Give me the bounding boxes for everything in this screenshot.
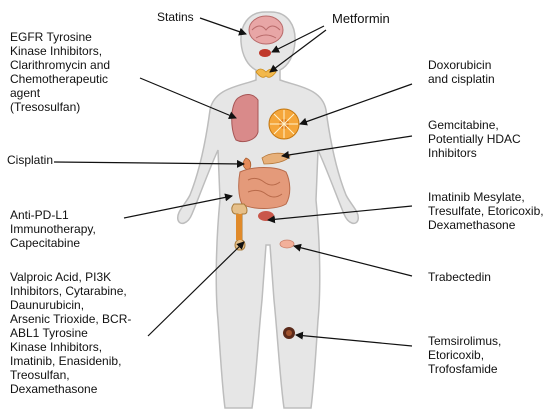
label-temsirolimus: Temsirolimus, Etoricoxib, Trofosfamide	[428, 334, 502, 376]
label-egfr: EGFR Tyrosine Kinase Inhibitors, Clarith…	[10, 30, 111, 114]
label-metformin: Metformin	[332, 11, 390, 26]
skin-lesion	[279, 239, 295, 249]
arrows	[53, 17, 413, 347]
label-imatinib: Imatinib Mesylate, Tresulfate, Etoricoxi…	[428, 190, 544, 232]
label-doxorubicin: Doxorubicin and cisplatin	[428, 58, 495, 86]
label-trabectedin: Trabectedin	[428, 270, 491, 284]
mouth-organ	[259, 49, 271, 57]
intestine-organ	[238, 167, 291, 209]
label-valproic: Valproic Acid, PI3K Inhibitors, Cytarabi…	[10, 270, 132, 396]
label-gemcitabine: Gemcitabine, Potentially HDAC Inhibitors	[428, 118, 521, 160]
body-silhouette	[176, 11, 360, 409]
label-antipdl1: Anti-PD-L1 Immunotherapy, Capecitabine	[10, 208, 96, 250]
label-cisplatin: Cisplatin	[7, 153, 54, 167]
label-statins: Statins	[157, 10, 194, 24]
